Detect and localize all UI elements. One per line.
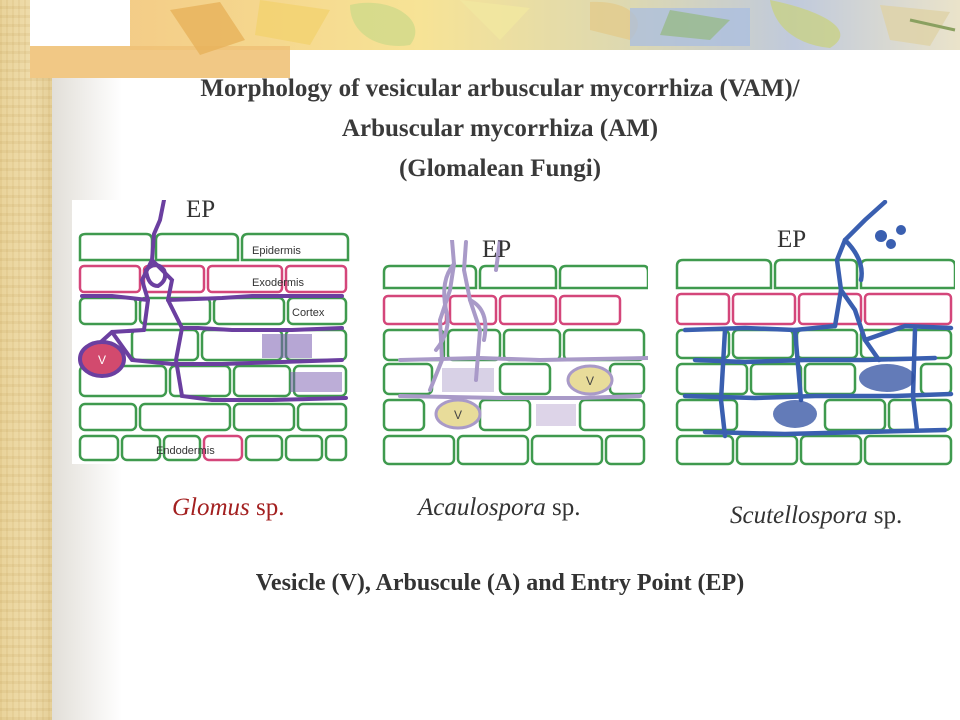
acaulospora-vesicle-label-2: V [454,408,462,422]
title-line-3: (Glomalean Fungi) [398,155,602,182]
acaulospora-ep-label: EP [482,236,512,263]
glomus-caption: Glomus sp. [172,494,285,522]
epidermis-label: Epidermis [252,245,301,257]
glomus-suffix: sp. [249,494,285,521]
glomus-diagram: V Epidermis Exodermis Cortex Endodermis [72,198,350,464]
scutellospora-ep-label: EP [777,226,807,253]
scutellospora-diagram [665,199,957,468]
glomus-genus: Glomus [172,494,250,521]
scutellospora-caption: Scutellospora sp. [730,502,902,530]
cortex-label: Cortex [292,307,325,319]
title-line-1: Morphology of vesicular arbuscular mycor… [200,75,800,102]
acaulospora-suffix: sp. [545,494,581,521]
scutellospora-genus: Scutellospora [730,502,868,529]
endodermis-label: Endodermis [156,445,215,457]
acaulospora-caption: Acaulospora sp. [418,494,581,522]
acaulospora-vesicle-label-1: V [586,374,594,388]
glomus-vesicle-label: V [98,353,106,367]
leaf-banner [30,0,960,78]
parchment-strip [0,0,52,720]
acaulospora-diagram: V V [380,238,650,466]
title-line-2: Arbuscular mycorrhiza (AM) [341,115,659,142]
scutellospora-suffix: sp. [867,502,903,529]
glomus-ep-label: EP [186,196,216,223]
exodermis-label: Exodermis [252,277,304,289]
acaulospora-genus: Acaulospora [418,494,546,521]
bottom-caption: Vesicle (V), Arbuscule (A) and Entry Poi… [255,570,745,596]
